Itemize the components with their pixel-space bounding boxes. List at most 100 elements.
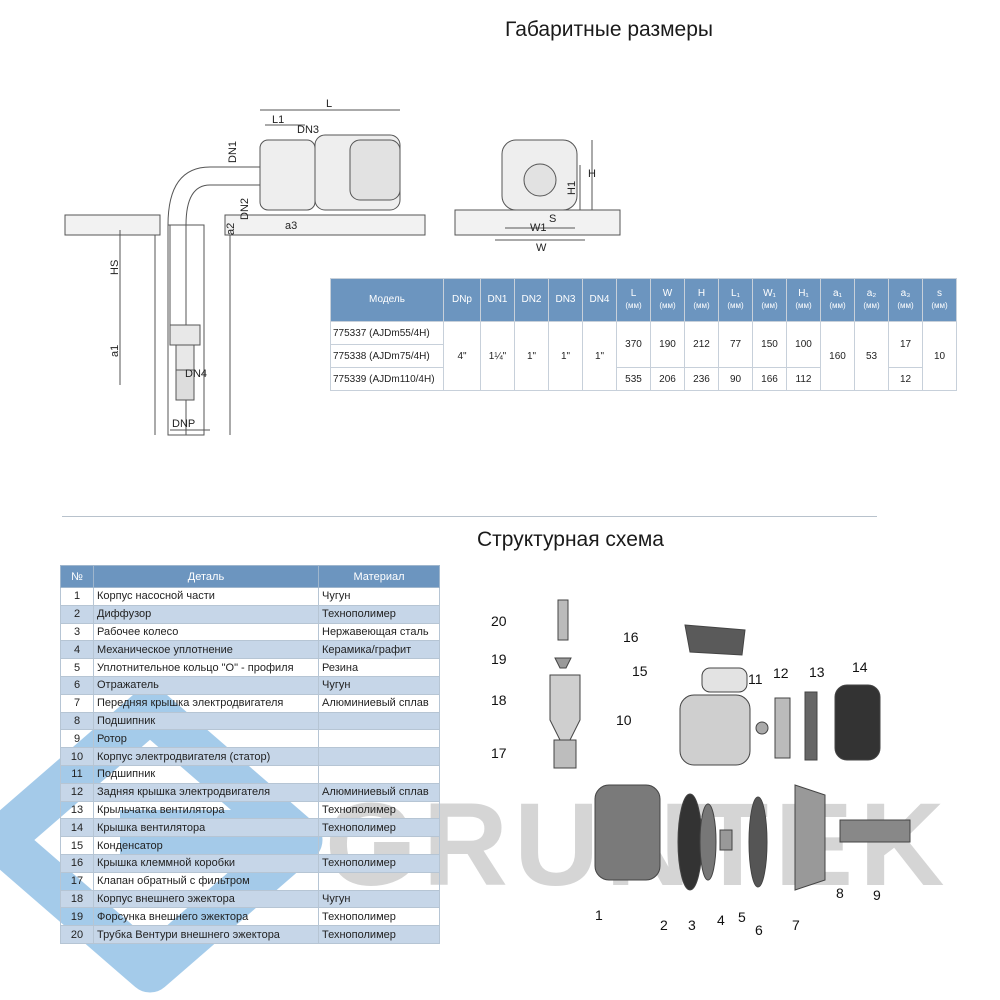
parts-cell-part: Трубка Вентури внешнего эжектора (93, 925, 319, 944)
dim-label-l1: L1 (272, 114, 284, 126)
parts-cell-num: 5 (60, 658, 94, 677)
parts-cell-material: Чугун (318, 889, 440, 909)
part-callout-label: 20 (491, 613, 507, 629)
dim-header-dn1: DN1 (480, 278, 515, 322)
parts-cell-material (318, 729, 440, 749)
parts-cell-num: 14 (60, 818, 94, 838)
dim-cell-w: 190 (650, 321, 685, 368)
parts-cell-material: Керамика/графит (318, 640, 440, 660)
parts-cell-num: 12 (60, 782, 94, 802)
dim-label-a1: a1 (109, 345, 121, 357)
parts-cell-material: Алюминиевый сплав (318, 693, 440, 713)
part-callout-label: 7 (792, 917, 800, 933)
dimensions-title: Габаритные размеры (505, 18, 713, 41)
section-divider (62, 516, 877, 517)
parts-cell-num: 8 (60, 711, 94, 731)
part-callout-label: 11 (748, 671, 763, 687)
dim-cell-dnp: 4" (443, 321, 481, 391)
dim-cell-w1: 150 (752, 321, 787, 368)
dim-cell-l1: 90 (718, 367, 753, 391)
part-callout-label: 19 (491, 651, 507, 667)
dim-label-dn1: DN1 (227, 141, 239, 163)
dim-header-dnp: DNp (443, 278, 481, 322)
parts-cell-material: Чугун (318, 587, 440, 606)
part-callout-label: 14 (852, 659, 868, 675)
dim-header-l: L(мм) (616, 278, 651, 322)
parts-cell-material: Чугун (318, 675, 440, 695)
dim-cell-h: 236 (684, 367, 719, 391)
parts-header-material: Материал (318, 565, 440, 588)
parts-cell-part: Крышка вентилятора (93, 818, 319, 838)
parts-cell-num: 19 (60, 907, 94, 927)
parts-header-num: № (60, 565, 94, 588)
parts-cell-part: Ротор (93, 729, 319, 749)
front-label-h1: H1 (566, 181, 578, 195)
parts-cell-material (318, 871, 440, 891)
dim-label-l: L (326, 98, 332, 110)
parts-cell-part: Корпус насосной части (93, 587, 319, 606)
dim-cell-h1: 100 (786, 321, 821, 368)
dim-header-dn3: DN3 (548, 278, 583, 322)
parts-cell-num: 11 (60, 764, 94, 784)
front-label-w: W (536, 242, 547, 254)
parts-cell-num: 3 (60, 622, 94, 642)
parts-cell-material (318, 747, 440, 766)
parts-cell-material (318, 711, 440, 731)
front-view-drawing: H H1 S W1 W (454, 139, 621, 254)
parts-cell-material: Алюминиевый сплав (318, 782, 440, 802)
parts-cell-part: Механическое уплотнение (93, 640, 319, 660)
dim-cell-model: 775339 (AJDm110/4H) (330, 367, 444, 391)
parts-cell-part: Уплотнительное кольцо "О" - профиля (93, 658, 319, 677)
dim-label-dn4: DN4 (185, 368, 207, 380)
parts-cell-material: Технополимер (318, 925, 440, 944)
parts-cell-num: 17 (60, 871, 94, 891)
part-callout-label: 1 (595, 907, 603, 923)
dim-header-s: s(мм) (922, 278, 957, 322)
parts-cell-material: Технополимер (318, 800, 440, 820)
parts-cell-num: 20 (60, 925, 94, 944)
parts-cell-part: Корпус внешнего эжектора (93, 889, 319, 909)
part-callout-label: 9 (873, 887, 881, 903)
dim-label-dn3: DN3 (297, 124, 319, 136)
front-label-s: S (549, 213, 556, 225)
dim-cell-w: 206 (650, 367, 685, 391)
parts-cell-part: Форсунка внешнего эжектора (93, 907, 319, 927)
part-callout-label: 10 (616, 712, 632, 728)
dim-header-a1: a₁(мм) (820, 278, 855, 322)
dim-cell-l: 370 (616, 321, 651, 368)
dim-cell-dn2: 1" (514, 321, 549, 391)
dim-label-dnp: DNP (172, 418, 195, 430)
parts-cell-num: 16 (60, 853, 94, 873)
dim-header-w1: W₁(мм) (752, 278, 787, 322)
parts-cell-part: Подшипник (93, 711, 319, 731)
part-callout-label: 16 (623, 629, 639, 645)
dim-cell-s: 10 (922, 321, 957, 391)
dim-cell-dn4: 1" (582, 321, 617, 391)
dim-header-dn2: DN2 (514, 278, 549, 322)
parts-cell-part: Рабочее колесо (93, 622, 319, 642)
dim-header-a3: a₃(мм) (888, 278, 923, 322)
parts-cell-part: Задняя крышка электродвигателя (93, 782, 319, 802)
part-callout-label: 13 (809, 664, 825, 680)
dim-cell-h: 212 (684, 321, 719, 368)
parts-cell-material: Технополимер (318, 604, 440, 624)
dim-cell-l1: 77 (718, 321, 753, 368)
parts-cell-part: Отражатель (93, 675, 319, 695)
parts-cell-material: Технополимер (318, 907, 440, 927)
dim-header-h1: H₁(мм) (786, 278, 821, 322)
dim-cell-a1: 160 (820, 321, 855, 391)
